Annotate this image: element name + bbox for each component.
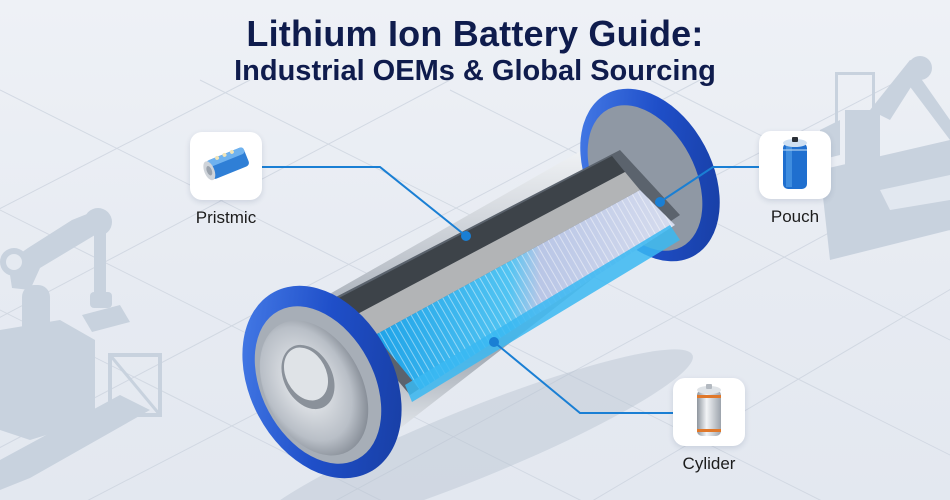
callout-label: Pouch <box>770 207 820 226</box>
prismatic-cell-icon <box>198 144 254 189</box>
pointer-dot-core <box>655 197 665 207</box>
pointer-dot-carbon <box>461 231 471 241</box>
callout-box <box>190 132 262 200</box>
title-line-2: Industrial OEMs & Global Sourcing <box>234 55 716 87</box>
cylinder-cell-icon <box>694 382 724 443</box>
callout-pouch: Pouch <box>759 131 831 227</box>
page-title: Lithium Ion Battery Guide: Industrial OE… <box>0 14 950 88</box>
callout-label: Pristmic <box>195 208 257 227</box>
callout-cylinder: Cylider <box>673 378 745 474</box>
title-line-1: Lithium Ion Battery Guide: <box>246 13 704 54</box>
callout-pristmic: Pristmic <box>190 132 262 228</box>
callout-box <box>759 131 831 199</box>
robot-arm-right-icon <box>820 56 950 260</box>
leader-lines <box>262 166 760 414</box>
pointer-dot-coil <box>489 337 499 347</box>
callout-label: Cylider <box>682 454 736 473</box>
callout-box <box>673 378 745 446</box>
cutaway-battery-illustration <box>242 88 720 500</box>
pouch-cell-icon <box>780 135 810 196</box>
robot-arm-left-icon <box>0 208 162 490</box>
